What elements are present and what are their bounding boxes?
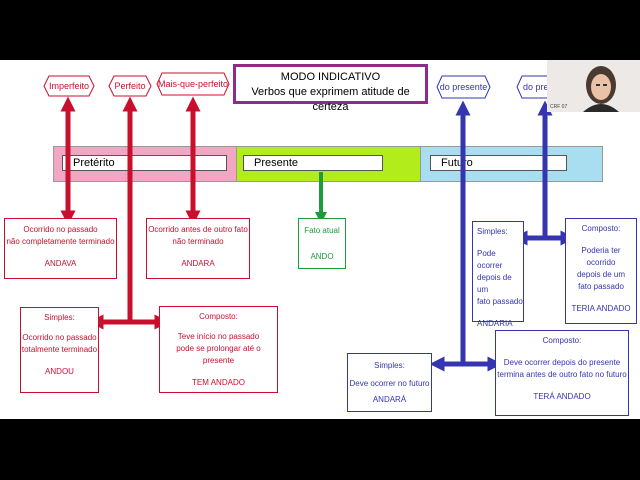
box-futuro-preterito-simples-head: Simples: [477, 227, 508, 236]
box-perfeito-composto: Composto: Teve início no passado pode se… [159, 306, 278, 393]
tag-shapes [43, 72, 562, 99]
box-perfeito-composto-line-2: pode se prolongar até o presente [176, 344, 261, 365]
tag-imperfeito-shape [43, 75, 95, 97]
box-imperfeito-line-2: não completamente terminado [6, 237, 115, 246]
box-futuro-presente-composto-line-1: Deve ocorrer depois do presente [503, 358, 621, 367]
box-futuro-preterito-simples-line-1: Pode ocorrer [477, 249, 503, 270]
box-futuro-preterito-composto-head: Composto: [581, 224, 621, 233]
box-perfeito-simples-line-2: totalmente terminado [21, 345, 98, 354]
tag-futuro-presente-shape [436, 75, 491, 99]
box-futuro-presente-simples-head: Simples: [374, 361, 405, 370]
box-futuro-preterito-composto-line-2: depois de um [576, 270, 626, 279]
tag-futuro-preterito: do pre [523, 81, 549, 92]
box-perfeito-composto-example: TEM ANDADO [192, 378, 245, 387]
box-fato-atual-example: ANDO [310, 252, 334, 261]
box-futuro-preterito-composto-example: TERIA ANDADO [571, 304, 631, 313]
title-line-2: Verbos que exprimem atitude de certeza [251, 86, 410, 113]
title-box: MODO INDICATIVO Verbos que exprimem atit… [233, 64, 428, 113]
box-imperfeito-line-1: Ocorrido no passado [23, 225, 98, 234]
box-futuro-preterito-simples-line-2: depois de um [477, 273, 512, 294]
box-futuro-preterito-simples-example: ANDARIA [477, 319, 513, 328]
tag-imperfeito: Imperfeito [48, 80, 90, 91]
box-futuro-preterito-simples: Simples: Pode ocorrer depois de um fato … [472, 221, 524, 328]
box-futuro-preterito-composto-line-3: fato passado [578, 282, 624, 291]
box-mais-que-perfeito-example: ANDARA [181, 259, 215, 268]
box-fato-atual-line-1: Fato atual [304, 226, 340, 235]
box-mais-que-perfeito-line-1: Ocorrido antes de outro fato [148, 225, 248, 234]
presenter-avatar [547, 60, 640, 112]
box-fato-atual: Fato atual ANDO [298, 218, 346, 269]
box-perfeito-composto-head: Composto: [199, 312, 238, 321]
box-imperfeito-example: ANDAVA [44, 259, 77, 268]
box-futuro-preterito-simples-line-3: fato passado [477, 297, 523, 306]
title-line-1: MODO INDICATIVO [280, 71, 381, 83]
box-mais-que-perfeito: Ocorrido antes de outro fato não termina… [146, 218, 250, 279]
box-futuro-presente-simples-line-1: Deve ocorrer no futuro [349, 379, 430, 388]
box-futuro-presente-composto: Composto: Deve ocorrer depois do present… [495, 330, 629, 416]
box-perfeito-simples-line-1: Ocorrido no passado [22, 333, 97, 342]
tag-mais-que-perfeito: Mais-que-perfeito [157, 78, 229, 89]
box-imperfeito: Ocorrido no passado não completamente te… [4, 218, 117, 279]
box-perfeito-simples-example: ANDOU [45, 367, 74, 376]
box-futuro-preterito-composto-line-1: Poderia ter ocorrido [581, 246, 621, 267]
webcam-badge: CRF 07 [550, 104, 568, 110]
tag-futuro-presente: do presente [439, 81, 488, 92]
box-mais-que-perfeito-line-2: não terminado [172, 237, 224, 246]
box-futuro-presente-composto-head: Composto: [542, 336, 582, 345]
box-futuro-preterito-composto: Composto: Poderia ter ocorrido depois de… [565, 218, 637, 324]
box-perfeito-simples: Simples: Ocorrido no passado totalmente … [20, 307, 99, 393]
slide: MODO INDICATIVO Verbos que exprimem atit… [0, 60, 640, 419]
label-presente: Presente [243, 155, 383, 171]
box-futuro-presente-composto-example: TERÁ ANDADO [533, 392, 591, 401]
tag-perfeito: Perfeito [114, 80, 146, 91]
box-perfeito-composto-line-1: Teve início no passado [177, 332, 260, 341]
webcam-overlay: CRF 07 [547, 60, 640, 112]
box-futuro-presente-simples-example: ANDARÁ [372, 395, 407, 404]
box-futuro-presente-simples: Simples: Deve ocorrer no futuro ANDARÁ [347, 353, 432, 412]
tag-mais-que-perfeito-shape [156, 72, 230, 96]
arrows [60, 96, 576, 372]
box-perfeito-simples-head: Simples: [44, 313, 75, 322]
tag-perfeito-shape [108, 75, 152, 97]
box-futuro-presente-composto-line-2: termina antes de outro fato no futuro [497, 370, 627, 379]
